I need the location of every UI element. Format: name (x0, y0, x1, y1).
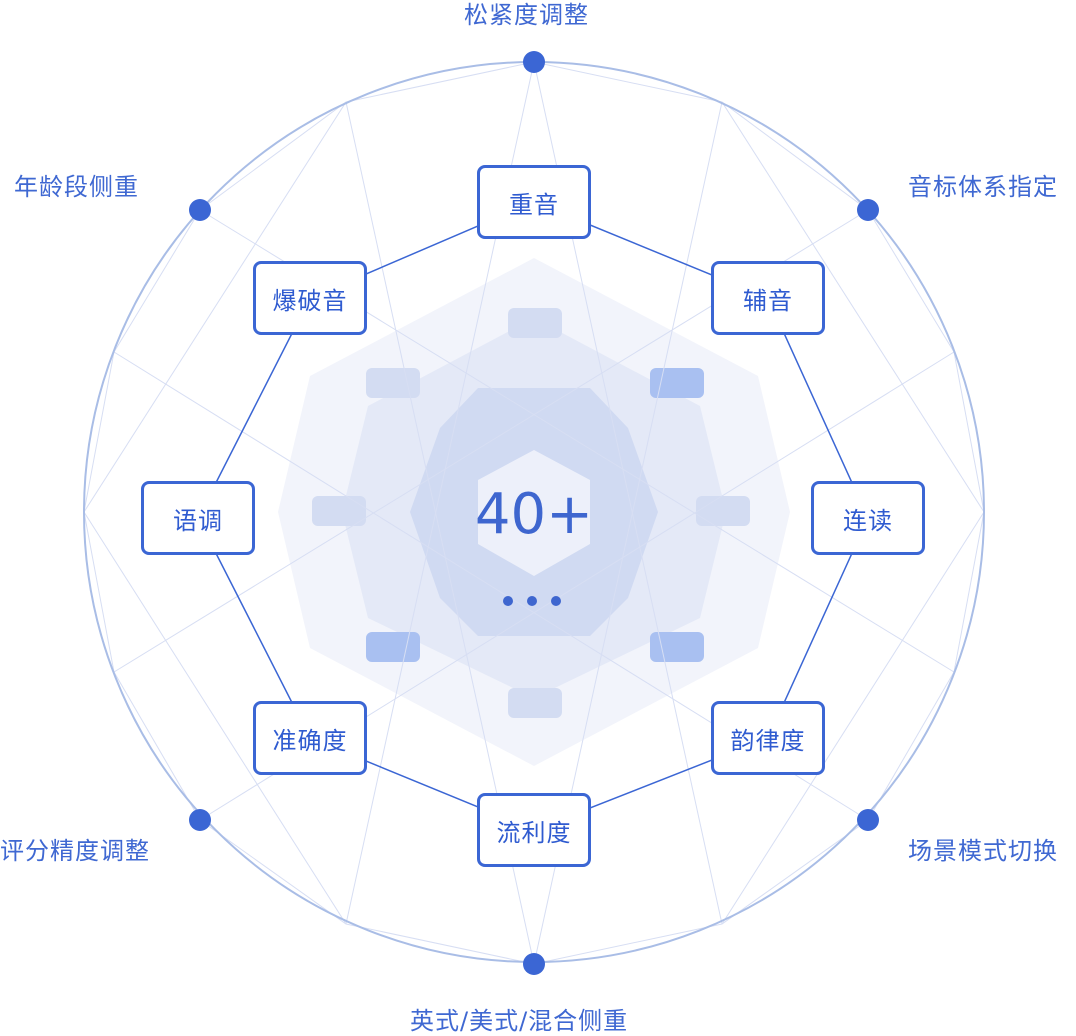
pill (696, 496, 750, 526)
outer-dot (189, 809, 211, 831)
pill (312, 496, 366, 526)
outer-label-tightness: 松紧度调整 (464, 1, 589, 29)
outer-label-score-precision: 评分精度调整 (0, 837, 150, 865)
more-dots-icon (503, 596, 561, 606)
outer-label-phonetic-system: 音标体系指定 (908, 173, 1058, 201)
outer-dot (523, 51, 545, 73)
pill (366, 368, 420, 398)
outer-label-accent-bias: 英式/美式/混合侧重 (410, 1007, 629, 1035)
pill (650, 368, 704, 398)
outer-dot (857, 199, 879, 221)
outer-label-age-bias: 年龄段侧重 (14, 173, 139, 201)
outer-dot (857, 809, 879, 831)
feature-box-intonation: 语调 (141, 481, 255, 555)
pill (366, 632, 420, 662)
center-value: 40+ (474, 482, 594, 547)
feature-box-plosive: 爆破音 (253, 261, 367, 335)
outer-dot (189, 199, 211, 221)
feature-box-liaison: 连读 (811, 481, 925, 555)
pill (508, 308, 562, 338)
feature-box-consonant: 辅音 (711, 261, 825, 335)
outer-dot (523, 953, 545, 975)
pill (508, 688, 562, 718)
pill (650, 632, 704, 662)
feature-box-accuracy: 准确度 (253, 701, 367, 775)
outer-label-scene-mode: 场景模式切换 (908, 837, 1058, 865)
feature-box-stress: 重音 (477, 165, 591, 239)
feature-box-fluency: 流利度 (477, 793, 591, 867)
center-hexagon (478, 450, 590, 576)
feature-box-prosody: 韵律度 (711, 701, 825, 775)
